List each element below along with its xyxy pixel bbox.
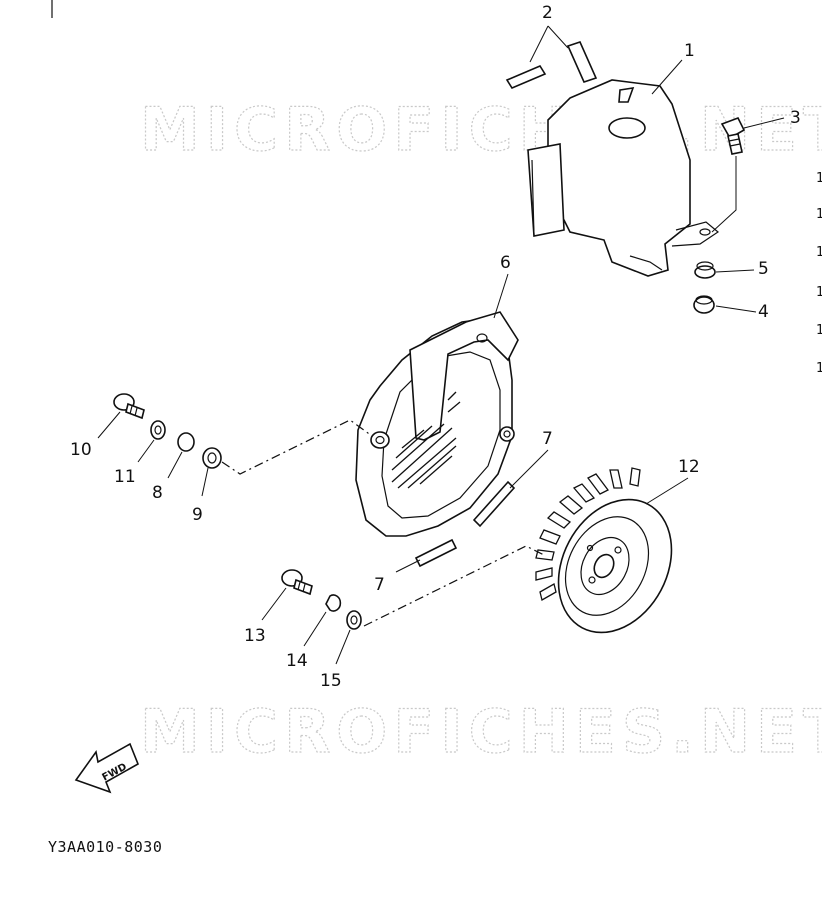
part-7-key-upper[interactable] [472,480,516,528]
watermark-bottom: MICROFICHES.NET [140,697,822,767]
part-4-grommet[interactable] [693,295,715,314]
edge-mark-3: 1 [816,245,822,260]
part-10-bolt[interactable] [113,393,145,420]
callout-7-upper: 7 [542,429,553,449]
edge-mark-4: 1 [816,285,822,300]
callout-12: 12 [678,457,700,477]
edge-mark-1: 1 [816,171,822,186]
callout-14: 14 [286,651,308,671]
part-12-flywheel[interactable] [535,467,694,652]
leader-lines [97,25,785,665]
part-11-washer[interactable] [150,420,166,440]
part-15-washer[interactable] [346,610,362,630]
callout-10: 10 [70,440,92,460]
edge-mark-5: 1 [816,323,822,338]
assembly-line-cover [221,419,373,475]
callout-3: 3 [790,108,801,128]
diagram-code: Y3AA010-8030 [48,838,162,856]
watermark-top: MICROFICHES.NET [140,95,822,165]
fwd-arrow-icon: FWD [74,742,140,794]
callout-9: 9 [192,505,203,525]
callout-7-lower: 7 [374,575,385,595]
edge-mark-2: 1 [816,207,822,222]
part-6-fan-cover[interactable] [355,311,519,537]
edge-mark-6: 1 [816,361,822,376]
callout-15: 15 [320,671,342,691]
callout-6: 6 [500,253,511,273]
callout-5: 5 [758,259,769,279]
callout-2: 2 [542,3,553,23]
part-13-bolt[interactable] [281,569,313,596]
part-7-key-lower[interactable] [414,538,458,568]
part-3-bolt[interactable] [711,116,746,233]
part-9-grommet[interactable] [202,447,222,469]
part-2-pins[interactable] [505,41,598,90]
part-8-collar[interactable] [177,432,195,452]
callout-11: 11 [114,467,136,487]
assembly-line-flywheel [363,545,547,627]
callout-8: 8 [152,483,163,503]
callout-4: 4 [758,302,769,322]
callout-13: 13 [244,626,266,646]
part-1-shroud-cover[interactable] [527,79,720,277]
callout-1: 1 [684,41,695,61]
part-5-collar[interactable] [694,261,716,279]
part-14-lock-washer[interactable] [325,594,342,612]
